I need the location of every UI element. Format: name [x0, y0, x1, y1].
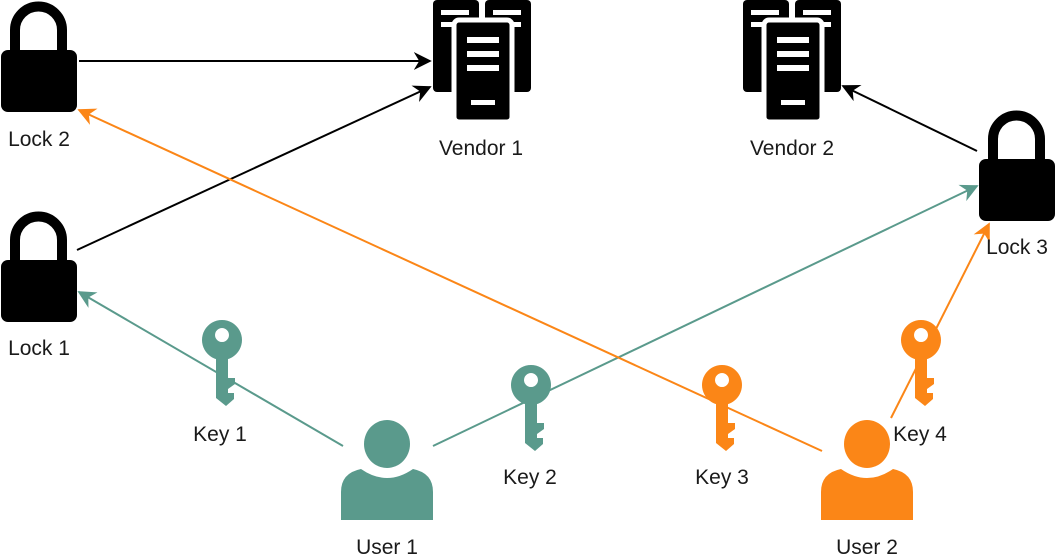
- edge-lock1-vendor1: [76, 85, 432, 251]
- key-4-label: Key 4: [893, 423, 947, 446]
- server-rack-icon: [743, 0, 841, 122]
- user-2-label: User 2: [836, 536, 898, 558]
- key-icon: [510, 365, 551, 451]
- lock-icon: [979, 116, 1055, 222]
- lock-icon: [1, 6, 77, 112]
- edge-lock3-vendor2: [841, 84, 978, 152]
- lock-3-label: Lock 3: [986, 236, 1048, 259]
- key-icon: [201, 320, 242, 406]
- key-3-label: Key 3: [695, 466, 749, 489]
- key-icon: [701, 365, 742, 451]
- lock-1-label: Lock 1: [8, 337, 70, 360]
- key-icon: [900, 320, 941, 406]
- key-1-label: Key 1: [193, 423, 247, 446]
- server-rack-icon: [433, 0, 531, 122]
- vendor-1-label: Vendor 1: [438, 137, 524, 160]
- user-1-label: User 1: [356, 536, 418, 558]
- lock-icon: [1, 217, 77, 323]
- vendor-2-label: Vendor 2: [749, 137, 835, 160]
- lock-2-label: Lock 2: [8, 128, 70, 151]
- user-icon: [341, 420, 433, 520]
- edge-user2-lock2: [77, 108, 823, 452]
- edge-user2-lock3: [890, 222, 990, 419]
- edge-user1-lock3: [432, 184, 979, 447]
- edge-user1-lock1: [77, 291, 344, 447]
- key-2-label: Key 2: [503, 466, 557, 489]
